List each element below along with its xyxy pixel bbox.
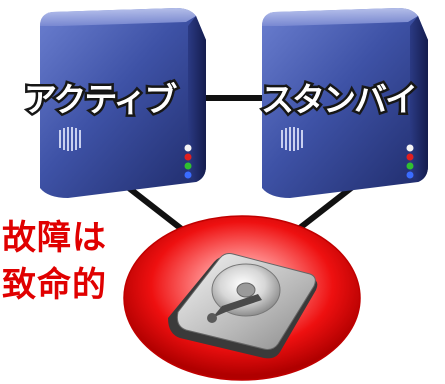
active-server-icon [40, 8, 206, 198]
standby-server-label: スタンバイ [259, 78, 421, 122]
failure-warning-line1: 故障は [2, 218, 107, 258]
standby-server-icon [262, 8, 428, 198]
read-arm [212, 294, 262, 318]
failure-warning-line2: 致命的 [2, 265, 107, 305]
status-leds [184, 144, 192, 179]
status-leds [406, 144, 414, 179]
active-server-label: アクティブ [21, 78, 179, 122]
vent-grille [59, 127, 81, 151]
vent-grille [281, 127, 303, 151]
hard-disk-icon [168, 253, 318, 359]
